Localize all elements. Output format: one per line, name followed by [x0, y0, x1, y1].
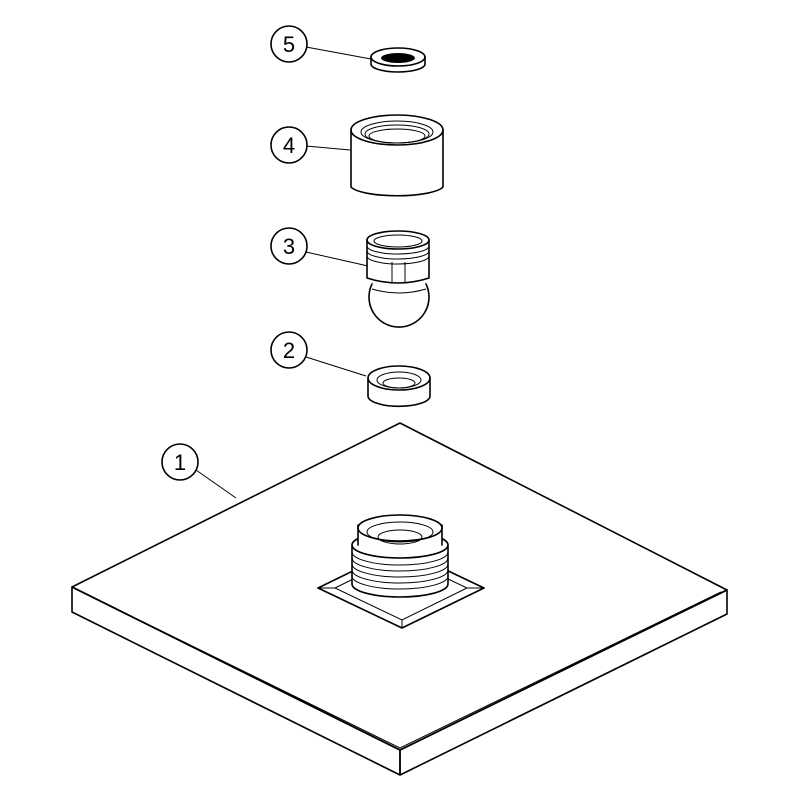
callout-1: 1 — [161, 443, 237, 499]
callout-1-label: 1 — [174, 450, 186, 475]
callout-4-label: 4 — [283, 133, 295, 158]
callout-3-label: 3 — [283, 234, 295, 259]
callout-2-label: 2 — [283, 338, 295, 363]
callout-2: 2 — [270, 331, 367, 377]
part-4-cap-nut — [350, 114, 444, 197]
callout-5-label: 5 — [283, 32, 295, 57]
part-2-ring — [367, 365, 431, 408]
callout-4: 4 — [270, 126, 351, 164]
callout-3: 3 — [270, 227, 369, 267]
part-5-washer — [370, 47, 426, 73]
part-1-square-plate — [71, 422, 728, 776]
callout-5: 5 — [270, 25, 372, 63]
part-3-ball-joint — [366, 230, 430, 328]
